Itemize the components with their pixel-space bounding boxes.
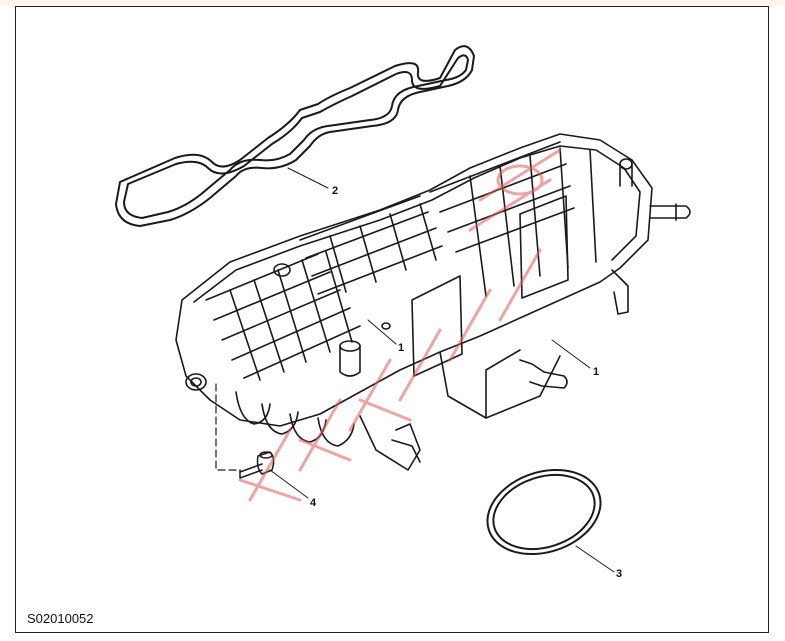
diagram-frame <box>15 6 769 633</box>
top-strip <box>0 0 785 6</box>
callout-part-3-o-ring: 3 <box>616 568 623 580</box>
watermark-stamp <box>238 148 562 502</box>
figure-id: S02010052 <box>27 611 94 626</box>
callout-part-4-bolt: 4 <box>310 497 317 509</box>
callout-part-2-gasket: 2 <box>332 185 339 197</box>
callout-part-1-manifold: 1 <box>593 366 600 378</box>
throttle-o-ring <box>486 468 602 556</box>
leader-lines <box>269 167 615 573</box>
intake-manifold <box>175 133 691 471</box>
manifold-gasket <box>115 45 475 227</box>
mounting-bolt <box>215 383 275 479</box>
callout-part-1-bracket: 1 <box>398 342 405 354</box>
